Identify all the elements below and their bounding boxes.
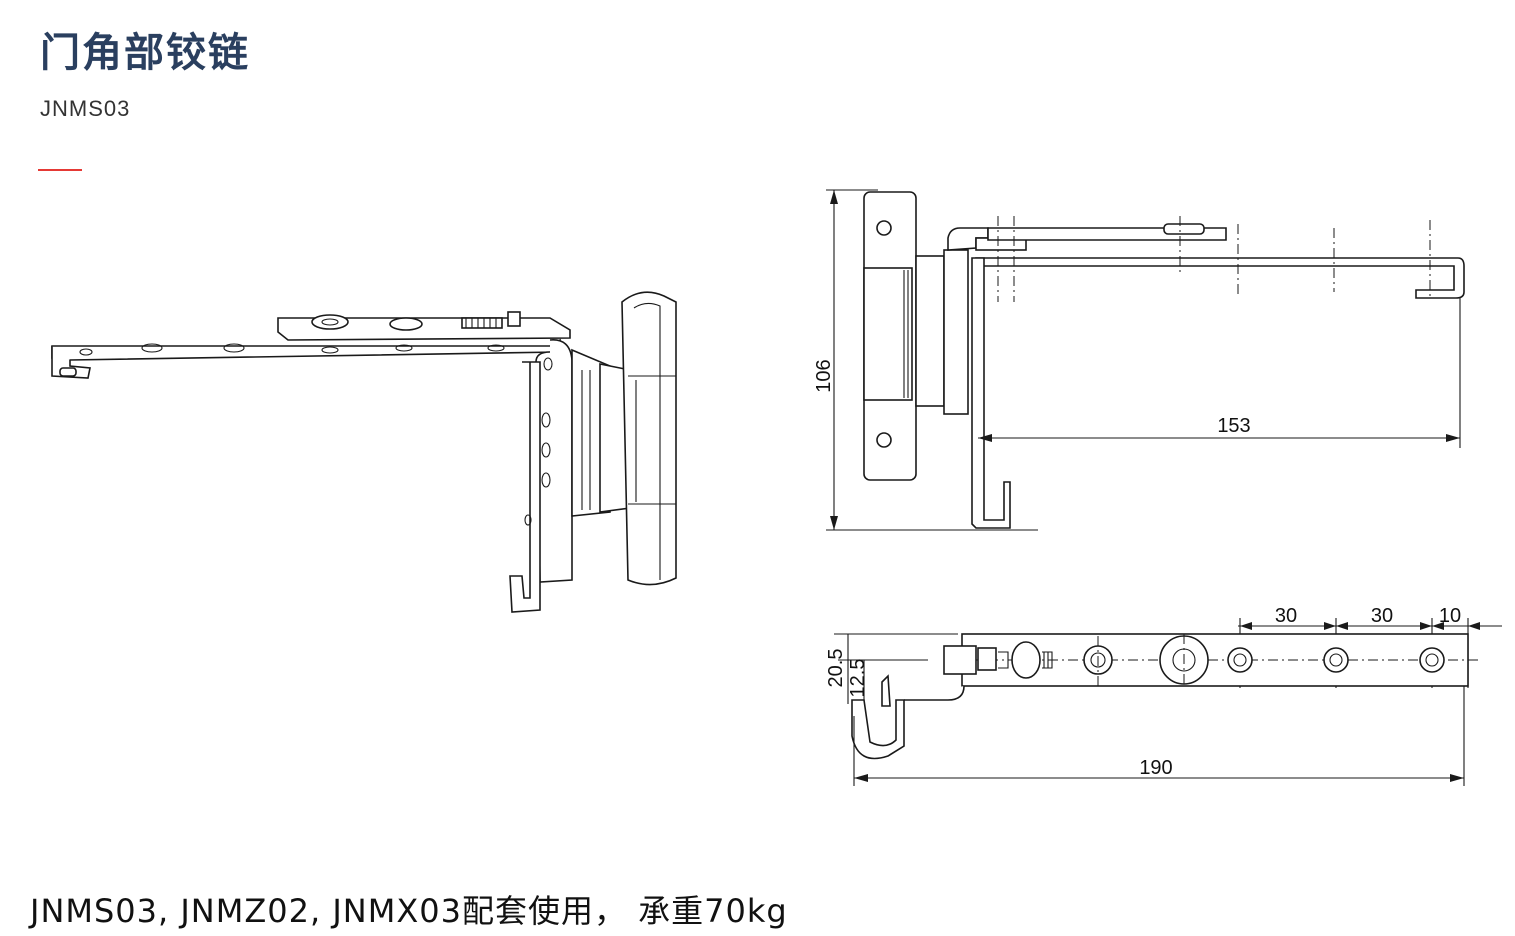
hinge-perspective-drawing	[51, 291, 677, 613]
dimension-spacing-1-label: 30	[1275, 605, 1297, 627]
hinge-front-view: 106 153	[813, 189, 1465, 531]
dimension-width-label: 153	[1217, 415, 1250, 437]
usage-caption: JNMS03, JNMZ02, JNMX03配套使用， 承重70kg	[30, 892, 788, 930]
dimension-height-label: 106	[813, 359, 835, 392]
model-number: JNMS03	[40, 96, 131, 121]
dimension-edge-label: 10	[1439, 605, 1461, 627]
dimension-spacing-2-label: 30	[1371, 605, 1393, 627]
dimension-length-label: 190	[1139, 757, 1172, 779]
page-title: 门角部铰链	[40, 30, 250, 76]
hinge-top-view: 30 30 10 20.5 12.5 190	[825, 605, 1502, 786]
dimension-offset-b-label: 12.5	[847, 659, 869, 698]
accent-divider	[38, 169, 82, 171]
dimension-offset-a-label: 20.5	[825, 649, 847, 688]
